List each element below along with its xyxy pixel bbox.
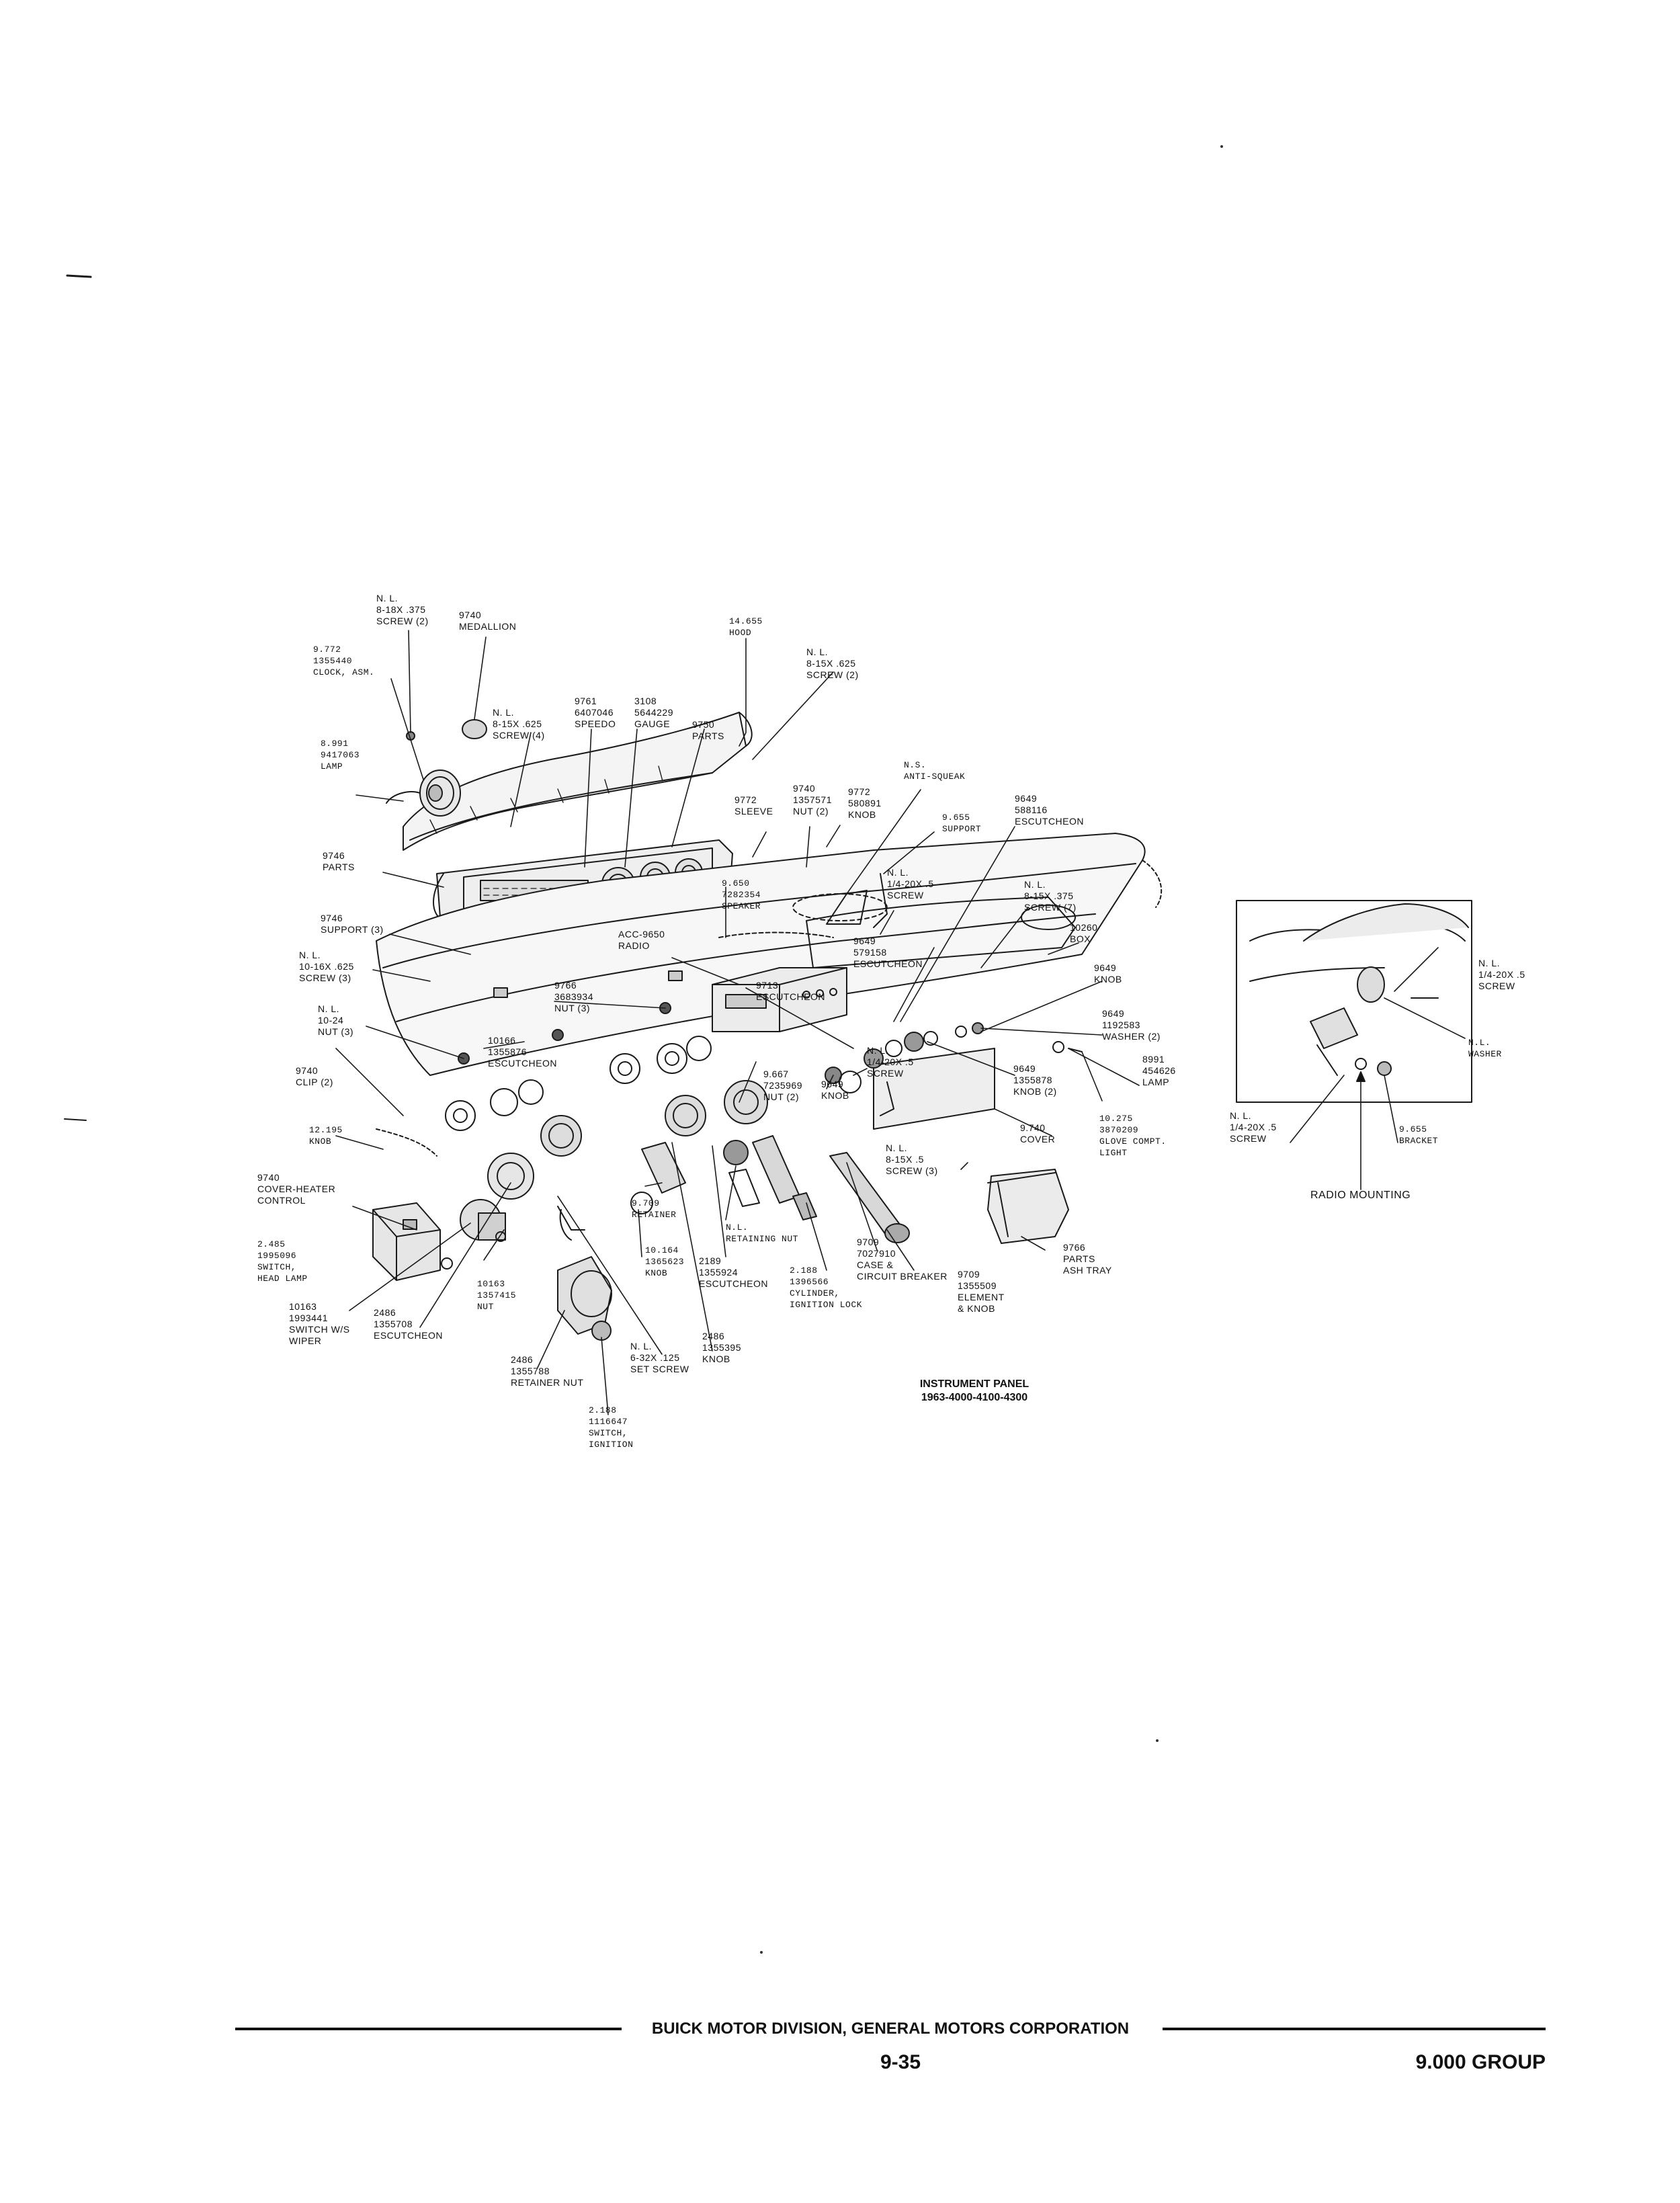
radio-mounting-inset <box>1236 901 1472 1190</box>
headlamp-switch-part <box>373 1203 452 1280</box>
wiper-switch-part <box>460 1200 505 1241</box>
right-side-knobs <box>825 1023 1082 1093</box>
scan-dot <box>760 1951 763 1954</box>
footer-rule-right <box>1163 2028 1546 2030</box>
diagram-title: INSTRUMENT PANEL 1963-4000-4100-4300 <box>874 1378 1075 1405</box>
medallion-part <box>407 720 487 740</box>
label-anti-squeak: N.S.ANTI-SQUEAK <box>904 760 966 782</box>
heater-knobs <box>376 1036 711 1156</box>
scan-mark <box>65 1119 86 1120</box>
scan-dot <box>1220 145 1223 148</box>
clock-assembly <box>386 770 460 816</box>
diagram-title-years: 1963-4000-4100-4300 <box>921 1392 1028 1403</box>
radio-mounting-title: RADIO MOUNTING <box>1310 1190 1411 1201</box>
lighter-parts <box>642 1136 909 1243</box>
label-rm-washer: N.L.WASHER <box>1468 1038 1502 1059</box>
ignition-switch-part <box>558 1206 612 1340</box>
speaker-part <box>719 933 833 938</box>
dash-panel <box>376 833 1161 1075</box>
label-retaining-nut: N.L.RETAINING NUT <box>726 1222 798 1244</box>
radio-unit <box>712 968 847 1032</box>
escutcheon-parts <box>488 1081 767 1214</box>
scan-dot <box>1156 1739 1159 1742</box>
cluster-hood <box>403 712 752 850</box>
diagram-title-main: INSTRUMENT PANEL <box>919 1378 1030 1390</box>
footer-rule-left <box>235 2028 622 2030</box>
footer-division: BUICK MOTOR DIVISION, GENERAL MOTORS COR… <box>651 2020 1130 2038</box>
footer-page-number: 9-35 <box>880 2051 921 2073</box>
leader-lines <box>336 630 1139 1415</box>
footer-group: 9.000 GROUP <box>1415 2051 1546 2073</box>
support-brackets <box>827 874 887 927</box>
ash-tray-part <box>988 1169 1068 1243</box>
scan-mark <box>67 276 91 277</box>
